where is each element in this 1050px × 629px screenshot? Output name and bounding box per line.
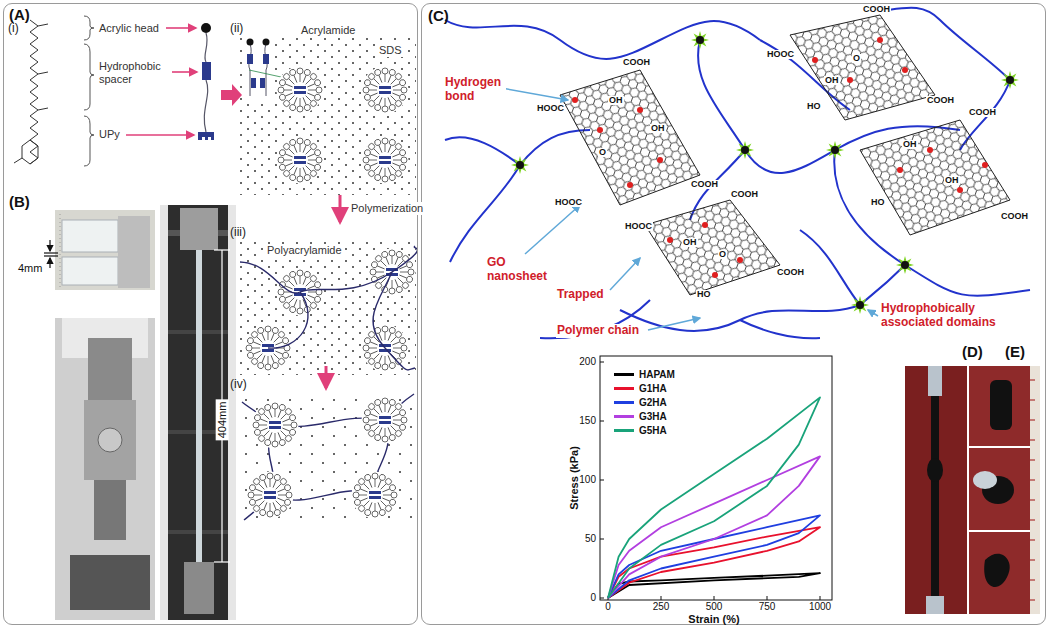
- sub-panel-label: (iv): [230, 378, 247, 392]
- chart-frame: [600, 356, 832, 600]
- tick-label: 1000: [809, 601, 831, 613]
- polymer-chain: [240, 246, 417, 370]
- tick-label: 0: [605, 601, 611, 613]
- tick-label: 150: [579, 415, 596, 427]
- chemical-group: COOH: [776, 268, 805, 277]
- tick-label: 0: [590, 592, 596, 604]
- part-label: UPy: [98, 128, 121, 141]
- leader-arrow: [490, 86, 878, 330]
- polymer-chain: [445, 8, 1030, 339]
- legend-text: G3HA: [639, 412, 667, 422]
- chemical-group: HO: [806, 102, 822, 111]
- legend-swatch: [614, 387, 634, 390]
- sub-panel-label: (iii): [230, 226, 246, 240]
- chemical-group: HO: [696, 290, 712, 299]
- tensile-machine-photo: [55, 318, 155, 620]
- tick-label: 100: [579, 474, 596, 486]
- panel-frame: (A)(B): [3, 3, 418, 625]
- panel-letter: (D): [962, 344, 983, 361]
- sub-panel-label: (ii): [230, 22, 243, 36]
- chemical-group: OH: [824, 76, 840, 85]
- tick-label: 50: [585, 533, 596, 545]
- part-label: Acrylic head: [98, 22, 160, 35]
- sds-micelle: [277, 67, 409, 184]
- chemical-group: COOH: [1000, 212, 1029, 221]
- dimension-label: 4mm: [16, 262, 44, 275]
- legend-text: HAPAM: [639, 370, 675, 380]
- hysteresis-curve: [608, 397, 820, 598]
- callout-label: Trapped: [556, 288, 605, 302]
- callout-label: Polymer chain: [556, 324, 640, 338]
- hydrophobic-domain: [511, 31, 1019, 314]
- legend-text: G1HA: [639, 384, 667, 394]
- tick-label: 250: [653, 601, 670, 613]
- legend-swatch: [614, 373, 634, 376]
- dimension-label: 404mm: [216, 400, 229, 441]
- chemical-group: HOOC: [536, 104, 565, 113]
- acrylamide-dots: [240, 35, 416, 195]
- polymer-chain: [242, 394, 414, 520]
- chemical-group: COOH: [968, 108, 997, 117]
- stretched-gel-photo: [160, 205, 236, 620]
- dimension-line: [214, 250, 230, 562]
- panel-letter: (E): [1005, 344, 1025, 361]
- molecule-skeleton: [14, 20, 48, 164]
- chemical-group: HO: [870, 198, 886, 207]
- chemical-group: OH: [682, 238, 698, 247]
- chemical-group: COOH: [690, 180, 719, 189]
- sds-micelle: [247, 397, 409, 519]
- chemical-group: HOOC: [624, 222, 653, 231]
- acrylamide-dots: [240, 240, 416, 375]
- gel-photo: [55, 210, 155, 290]
- chemical-group: OH: [944, 176, 960, 185]
- legend-text: G2HA: [639, 398, 667, 408]
- monomer-schematic: [198, 23, 214, 140]
- chemical-group: OH: [902, 140, 918, 149]
- panel-letter: (B): [9, 194, 30, 211]
- chemical-group: HOOC: [554, 198, 583, 207]
- legend-swatch: [614, 401, 634, 404]
- tick-label: 200: [579, 356, 596, 368]
- chemical-group: O: [852, 54, 861, 63]
- tick-label: 500: [706, 601, 723, 613]
- part-label: SDS: [378, 44, 403, 57]
- sub-panel-label: (i): [8, 22, 19, 36]
- chemical-group: COOH: [862, 5, 891, 14]
- process-arrow: [325, 366, 328, 388]
- part-label: Acrylamide: [300, 24, 356, 37]
- chemical-group: OH: [608, 96, 624, 105]
- callout-label: Hydrogen bond: [444, 76, 506, 104]
- process-arrow: [339, 195, 342, 222]
- legend-swatch: [614, 415, 634, 418]
- brace: [84, 16, 94, 166]
- chemical-group: COOH: [622, 58, 651, 67]
- hydrogen-bond-dot: [572, 37, 988, 278]
- sds-micelle: [245, 249, 416, 372]
- acrylamide-dots: [240, 392, 416, 522]
- chemical-group: COOH: [730, 190, 759, 199]
- dimension-arrow: [44, 240, 58, 268]
- process-arrow: [221, 84, 242, 106]
- go-nanosheet: [560, 15, 1010, 295]
- part-label: Hydrophobic spacer: [98, 60, 172, 85]
- process-label: Polymerization: [350, 202, 424, 215]
- axis-title: Stress (kPa): [568, 446, 581, 510]
- chemical-group: COOH: [926, 96, 955, 105]
- chemical-group: O: [718, 250, 727, 259]
- chemical-group: OH: [650, 124, 666, 133]
- legend-text: G5HA: [639, 426, 667, 436]
- tick-label: 750: [759, 601, 776, 613]
- part-label: Polyacrylamide: [266, 244, 343, 257]
- axis-title: Strain (%): [688, 613, 739, 626]
- callout-label: Hydrophobically associated domains: [880, 302, 1034, 330]
- gel-stretch-photo: [905, 366, 1040, 614]
- panel-letter: (C): [428, 8, 449, 25]
- chemical-group: HOOC: [766, 50, 795, 59]
- legend-swatch: [614, 429, 634, 432]
- chemical-group: O: [598, 148, 607, 157]
- callout-label: GO nanosheet: [486, 256, 548, 284]
